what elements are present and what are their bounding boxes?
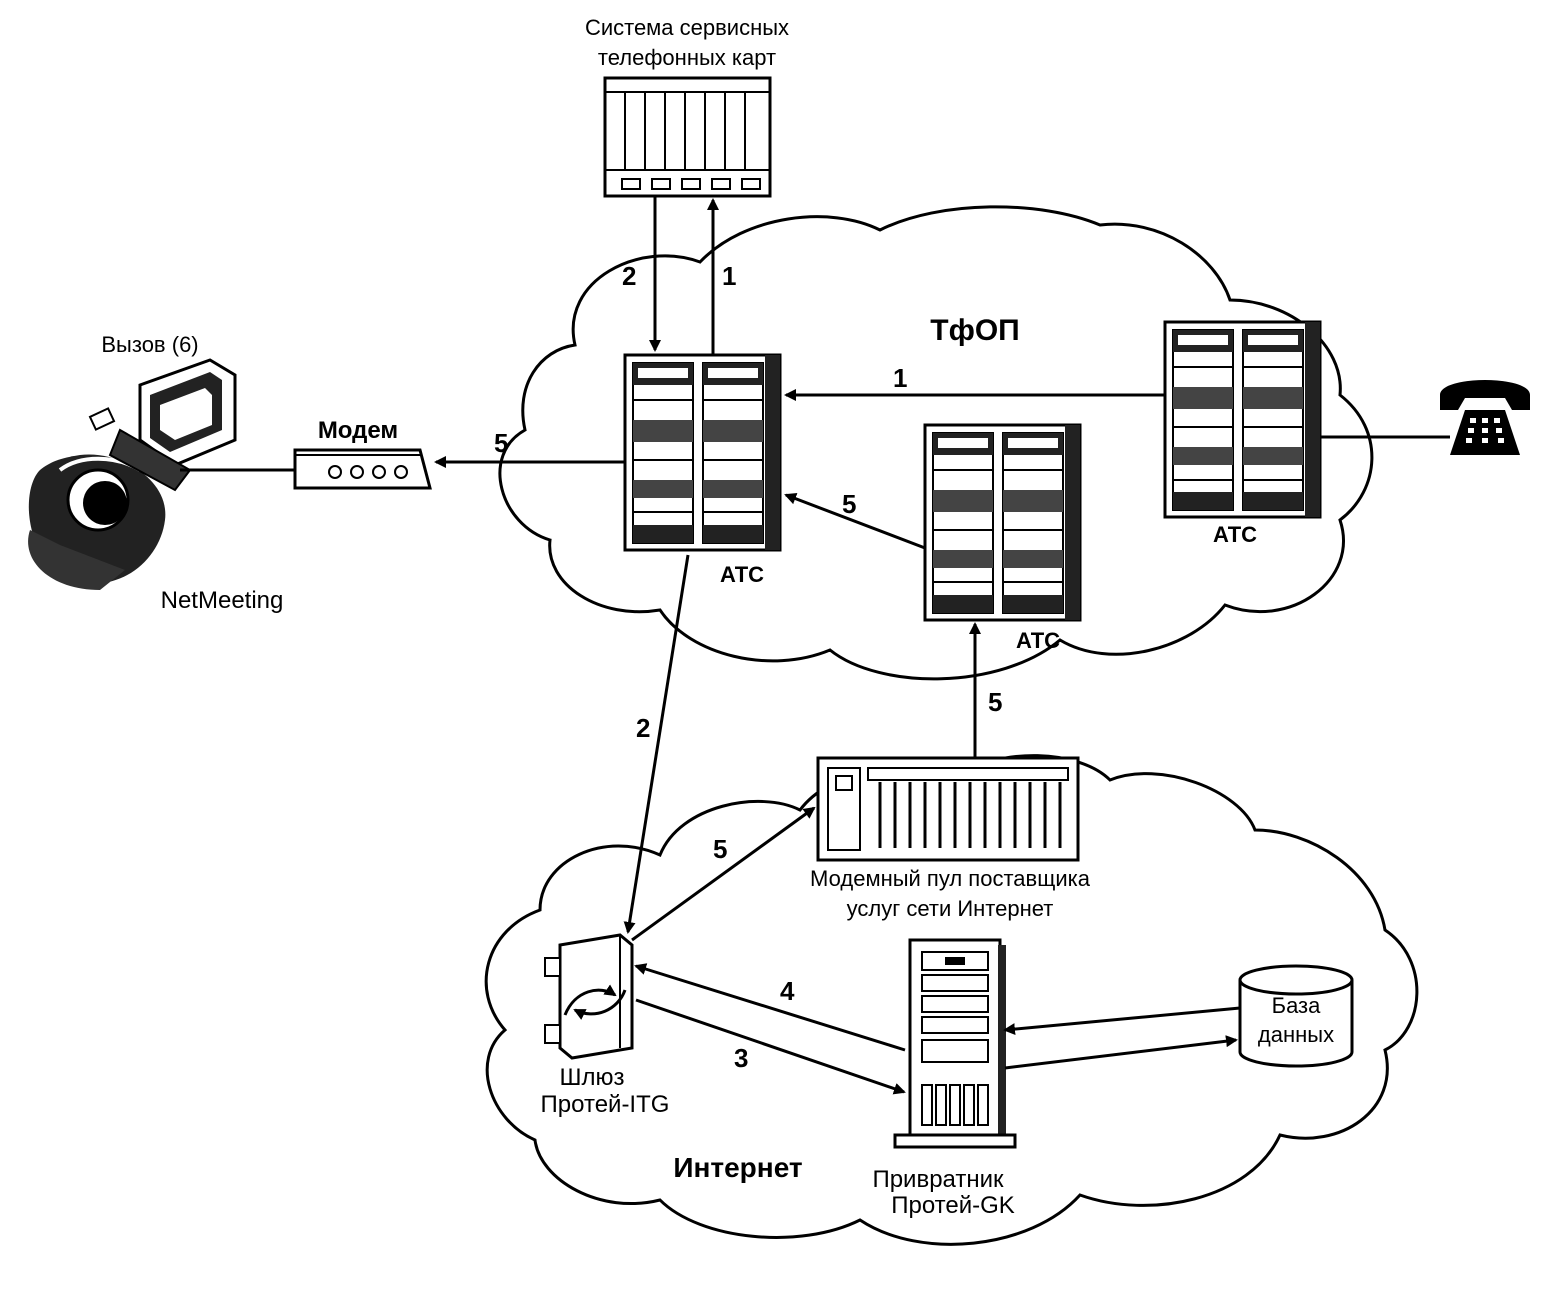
step-atc-mid-to-main: 5: [842, 489, 856, 519]
user-workstation-icon: [28, 358, 237, 590]
step-gk-to-gateway: 4: [780, 976, 795, 1006]
database-label-1: База: [1272, 993, 1322, 1018]
atc-middle: [923, 423, 1082, 622]
step-gateway-to-pool: 5: [713, 834, 727, 864]
modem-icon: [293, 448, 432, 490]
atc-right: [1163, 320, 1322, 519]
gatekeeper-label-2: Протей-GK: [891, 1192, 1015, 1219]
step-pool-to-atc-mid: 5: [988, 687, 1002, 717]
atc-main: [623, 353, 782, 552]
step-atc-to-card: 1: [722, 261, 736, 291]
database-label-2: данных: [1258, 1022, 1334, 1047]
arrow-gateway-to-pool: [631, 806, 816, 942]
arrow-gateway-to-gk: [635, 998, 906, 1095]
gateway-label-1: Шлюз: [559, 1064, 624, 1091]
pstn-label: ТфОП: [930, 314, 1019, 347]
step-main-to-gateway: 2: [636, 713, 650, 743]
arrow-main-to-gateway: [623, 554, 690, 934]
step-card-to-atc: 2: [622, 261, 636, 291]
card-system-rack: [603, 76, 772, 198]
arrow-gk-to-db: [1004, 1035, 1238, 1070]
arrow-db-to-gk: [1003, 1006, 1241, 1036]
arrow-gk-to-gateway: [634, 963, 906, 1052]
atc-right-label: АТС: [1213, 522, 1257, 547]
gatekeeper-server-icon: [893, 938, 1017, 1149]
gateway-label-2: Протей-ITG: [541, 1091, 670, 1118]
modem-pool-rack: [816, 756, 1080, 862]
step-main-to-modem: 5: [494, 428, 508, 458]
arrow-atc-mid-to-main: [784, 492, 926, 550]
netmeeting-label: NetMeeting: [161, 587, 284, 614]
card-system-label-2: телефонных карт: [598, 45, 776, 70]
call-label: Вызов (6): [101, 332, 198, 357]
modem-pool-label-1: Модемный пул поставщика: [810, 866, 1091, 891]
modem-label: Модем: [318, 417, 398, 444]
step-atc-right-to-main: 1: [893, 363, 907, 393]
gateway-icon: [544, 933, 634, 1060]
gatekeeper-label-1: Привратник: [872, 1166, 1004, 1193]
telephone-icon: [1440, 380, 1530, 455]
database-icon: [1238, 964, 1354, 1068]
step-gateway-to-gk: 3: [734, 1043, 748, 1073]
card-system-label-1: Система сервисных: [585, 15, 789, 40]
atc-middle-label: АТС: [1016, 628, 1060, 653]
modem-pool-label-2: услуг сети Интернет: [847, 896, 1054, 921]
internet-label: Интернет: [673, 1152, 802, 1183]
atc-main-label: АТС: [720, 562, 764, 587]
